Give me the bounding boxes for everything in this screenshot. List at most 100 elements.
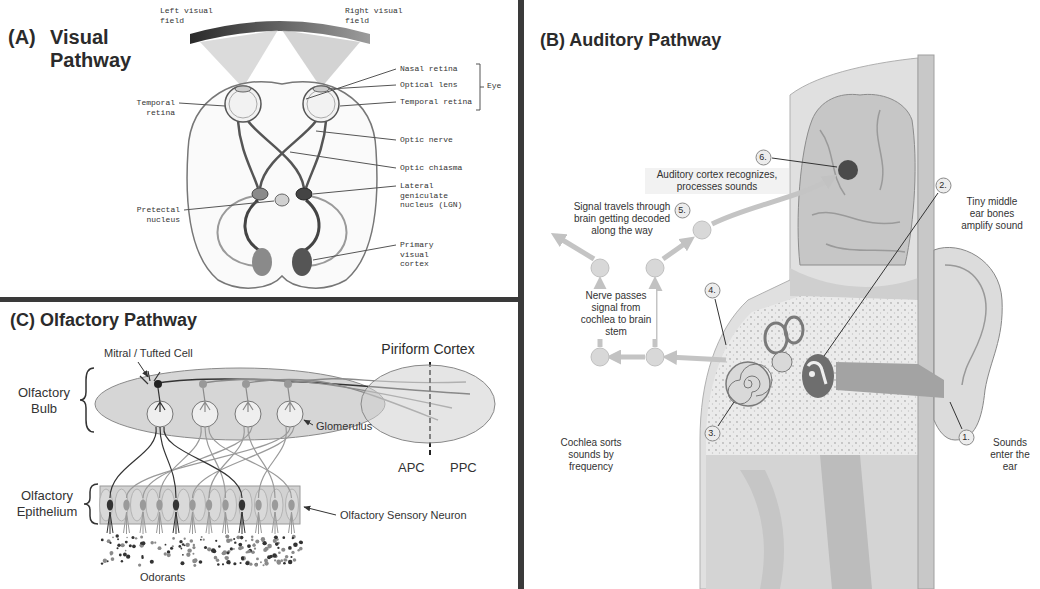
odorant-dots	[238, 543, 242, 547]
odorant-dots	[101, 562, 103, 564]
leader-line	[313, 186, 396, 194]
olfactory-panel: Piriform Cortex (C) Olfactory Pathway	[0, 302, 518, 589]
odorant-dots	[207, 547, 211, 551]
odorant-dots	[150, 560, 154, 564]
panel-divider	[518, 0, 524, 589]
sensory-neuron	[107, 427, 295, 534]
odorant-dots	[172, 537, 175, 540]
odorant-dots	[291, 551, 294, 554]
odorant-dots	[126, 537, 128, 539]
leader-line	[718, 402, 734, 426]
field-label: Right visual field	[345, 6, 407, 25]
leader-line	[340, 102, 396, 106]
odorant-dots	[117, 543, 120, 546]
odorant-dots	[187, 548, 191, 552]
ossicles	[809, 371, 815, 377]
sensory-neuron	[140, 512, 146, 534]
panel-title: (C) Olfactory Pathway	[10, 310, 197, 331]
signal-arrow	[663, 240, 690, 259]
odorant-dots	[150, 541, 153, 544]
auditory-pathway-drawing	[556, 55, 1002, 589]
visual-pathway-drawing	[179, 21, 484, 288]
odorant-dots	[204, 546, 207, 549]
mitral-cell	[199, 380, 207, 388]
odorant-dots	[273, 539, 277, 543]
region-label: PPC	[450, 460, 477, 476]
odorant-dots	[141, 555, 143, 557]
sensory-neuron	[190, 512, 196, 534]
sensory-neuron	[239, 512, 245, 534]
callout-number: 6.	[759, 153, 767, 162]
auditory-cortex-spot	[838, 160, 858, 180]
part-label: Primary visual cortex	[400, 240, 445, 269]
odorant-dots	[184, 545, 186, 547]
middle-ear	[802, 354, 834, 398]
part-label: Optic chiasma	[400, 163, 462, 173]
optic-nerve	[238, 121, 258, 188]
pathway-relay	[646, 348, 664, 366]
odorant-dots	[154, 542, 156, 544]
odorant-dots	[131, 536, 134, 539]
odorant-dots	[125, 541, 128, 544]
odorant-dots	[203, 539, 205, 541]
odorant-dots	[282, 536, 285, 539]
odorant-dots	[285, 555, 289, 559]
odorant-dots	[277, 547, 279, 549]
ear-canal	[836, 362, 944, 398]
odorant-dots	[158, 546, 162, 550]
sensory-neuron	[256, 512, 262, 534]
mitral-cell	[243, 388, 253, 412]
odorant-dots	[261, 537, 265, 541]
head-tissue	[700, 58, 918, 589]
sensory-neuron	[156, 500, 162, 511]
step-note: Tiny middle ear bones amplify sound	[957, 195, 1027, 233]
odorant-dots	[254, 563, 258, 567]
step-note: Sounds enter the ear	[986, 437, 1034, 473]
part-label: Glomerulus	[316, 420, 372, 433]
lens	[235, 86, 251, 92]
odorant-dots	[135, 537, 137, 539]
callout-number: 1.	[962, 433, 970, 442]
signal-arrow	[612, 355, 645, 360]
odorant-dots	[280, 559, 283, 562]
odorant-dots	[233, 562, 236, 565]
mitral-cell	[285, 388, 295, 412]
odorant-dots	[184, 538, 186, 540]
odorant-dots	[192, 546, 195, 549]
field-cone	[200, 30, 278, 88]
visual-cortex	[292, 248, 312, 276]
odorant-dots	[132, 544, 136, 548]
piriform-ellipse	[361, 365, 495, 443]
sensory-neuron	[189, 500, 195, 511]
leader-line	[715, 299, 726, 345]
odorant-dots	[241, 558, 243, 560]
leader-line	[824, 193, 938, 356]
leader-line	[715, 158, 962, 429]
odorant-dots	[252, 543, 255, 546]
sensory-neuron	[193, 427, 295, 498]
optic-radiation	[245, 200, 262, 252]
vestibule	[772, 352, 792, 372]
lgn	[252, 188, 268, 200]
step-note: Cochlea sorts sounds by frequency	[556, 437, 626, 473]
odorant-dots	[251, 539, 254, 542]
region-outline	[360, 364, 496, 444]
optic-radiation	[302, 200, 319, 252]
odorant-dots	[262, 541, 266, 545]
odorant-dots	[180, 561, 184, 565]
leader-line	[772, 158, 837, 167]
odorant-dots	[292, 537, 294, 539]
callout-circle: 3.	[704, 425, 721, 442]
sensory-neuron	[173, 512, 179, 534]
leader-arrow	[138, 362, 148, 377]
sensory-neuron	[124, 512, 130, 534]
ossicles	[808, 363, 826, 384]
odorant-dots	[292, 537, 294, 539]
supporting-cells	[162, 489, 175, 521]
odorant-dots	[129, 544, 132, 547]
brain-fold	[812, 213, 900, 224]
piriform-cortex-region: Piriform Cortex	[360, 364, 496, 444]
odorant-dots	[186, 553, 190, 557]
part-label: Temporal retina	[130, 98, 175, 117]
odorant-dots	[218, 545, 221, 548]
